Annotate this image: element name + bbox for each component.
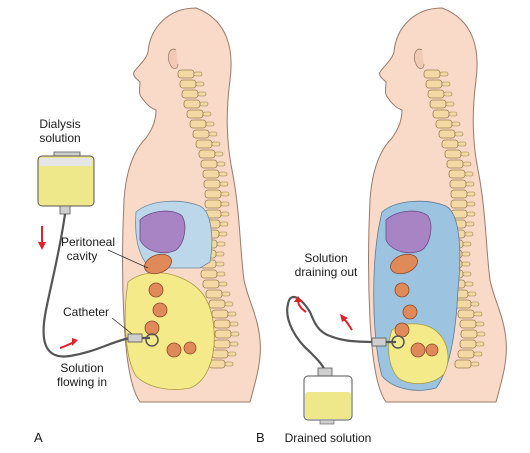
- leader-peritoneal: [107, 249, 149, 269]
- label-dialysis-2: solution: [39, 131, 80, 145]
- leader-catheter: [111, 317, 133, 335]
- ear-b: [414, 48, 425, 69]
- organs-a: [124, 200, 215, 390]
- arrow-out-b-1: [340, 314, 353, 331]
- catheter-connector-a: [127, 333, 143, 343]
- label-peritoneal-2: cavity: [67, 249, 98, 263]
- drained-bag: [303, 367, 353, 425]
- label-draining-1: Solution: [304, 251, 347, 265]
- ear-a: [168, 48, 179, 69]
- label-draining-2: draining out: [295, 265, 358, 279]
- lung-a: [139, 210, 186, 254]
- organs-b: [373, 200, 461, 391]
- label-catheter: Catheter: [63, 305, 109, 319]
- panel-letter-a: A: [34, 430, 43, 445]
- lung-b: [385, 210, 432, 254]
- panel-b: Solution draining out Drained solution B: [256, 7, 507, 445]
- panel-a: Dialysis solution Peritoneal cavity Cath…: [34, 7, 261, 445]
- catheter-connector-b: [371, 337, 387, 347]
- panel-letter-b: B: [256, 430, 265, 445]
- catheter-coil-b: [391, 335, 405, 349]
- label-dialysis-1: Dialysis: [39, 117, 80, 131]
- label-flowing-2: flowing in: [57, 375, 107, 389]
- tube-a: [42, 213, 150, 358]
- label-flowing-1: Solution: [60, 361, 103, 375]
- arrow-down-a: [38, 226, 46, 250]
- arrow-out-b-2: [294, 296, 307, 313]
- arrow-in-a: [59, 338, 78, 349]
- label-peritoneal-1: Peritoneal: [61, 235, 115, 249]
- intestines-a: [124, 272, 215, 390]
- label-drained: Drained solution: [285, 431, 372, 445]
- dialysis-bag: [37, 151, 95, 215]
- catheter-coil-a: [145, 333, 159, 347]
